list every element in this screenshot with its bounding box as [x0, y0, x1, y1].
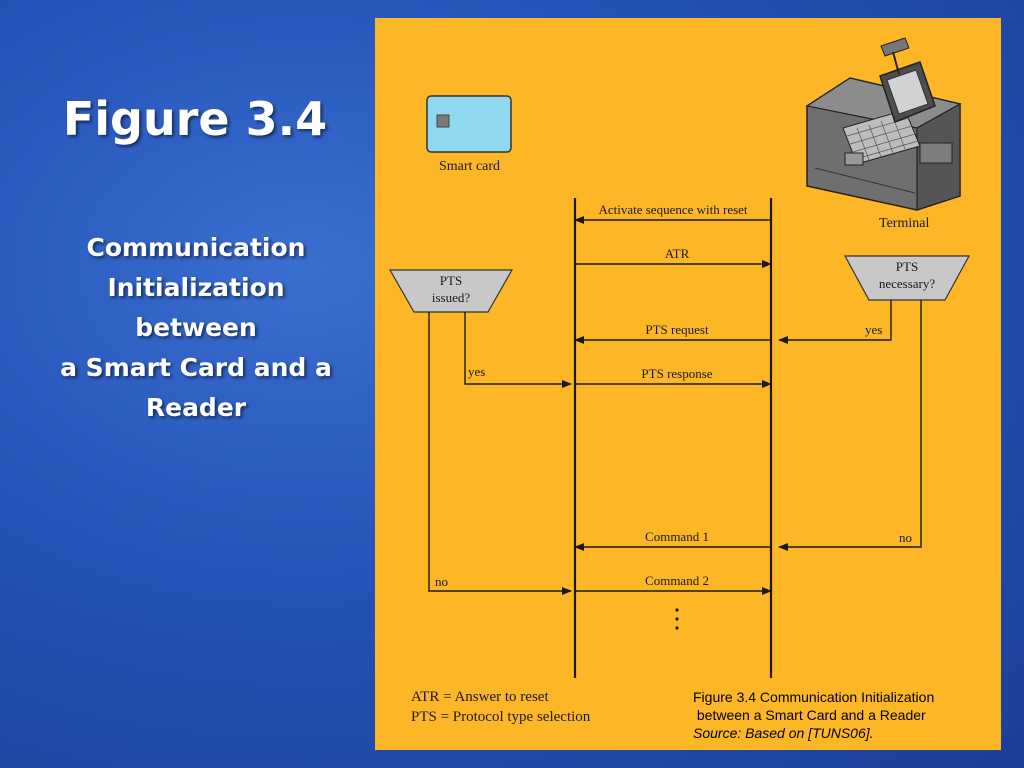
- yes-left-path: [464, 312, 572, 388]
- pts-necessary-line1: PTS: [896, 259, 918, 274]
- pts-necessary-line2: necessary?: [879, 276, 936, 291]
- pts-response-label: PTS response: [641, 366, 712, 381]
- subtitle-line: between: [135, 313, 257, 342]
- figure-panel: Smart card Terminal Ac: [375, 18, 1001, 750]
- subtitle-line: Reader: [145, 393, 247, 422]
- no-right-path: [778, 300, 922, 551]
- pts-issued-line2: issued?: [432, 290, 471, 305]
- figure-caption: Figure 3.4 Communication Initialization …: [693, 688, 993, 742]
- caption-line: Figure 3.4 Communication Initialization: [693, 689, 935, 705]
- pts-necessary-decision: [843, 255, 971, 301]
- legend-pts: PTS = Protocol type selection: [411, 709, 591, 725]
- continuation-dots: [675, 608, 679, 630]
- no-left-path: [428, 312, 572, 595]
- caption-line: between a Smart Card and a Reader: [693, 707, 926, 723]
- pts-request-label: PTS request: [645, 322, 709, 337]
- activate-label: Activate sequence with reset: [598, 202, 747, 217]
- subtitle-line: Initialization: [107, 273, 285, 302]
- terminal-icon: [805, 37, 962, 211]
- no-left-label: no: [435, 574, 448, 589]
- subtitle-line: Communication: [86, 233, 306, 262]
- smart-card-icon: [426, 95, 512, 153]
- slide-title: Figure 3.4: [62, 92, 328, 146]
- pts-issued-line1: PTS: [440, 273, 462, 288]
- atr-label: ATR: [665, 246, 690, 261]
- smart-card-label: Smart card: [439, 159, 500, 174]
- caption-source: Source: Based on [TUNS06].: [693, 725, 874, 741]
- sequence-diagram: Smart card Terminal Ac: [388, 37, 971, 725]
- terminal-label: Terminal: [879, 216, 929, 231]
- legend-atr: ATR = Answer to reset: [411, 689, 549, 705]
- command1-label: Command 1: [645, 529, 709, 544]
- pts-issued-decision: [388, 269, 514, 313]
- command2-label: Command 2: [645, 573, 709, 588]
- subtitle-line: a Smart Card and a: [60, 353, 332, 382]
- yes-right-label: yes: [865, 322, 882, 337]
- yes-left-label: yes: [468, 364, 485, 379]
- slide-subtitle: Communication Initialization between a S…: [40, 228, 352, 428]
- yes-right-path: [778, 300, 892, 344]
- no-right-label: no: [899, 530, 912, 545]
